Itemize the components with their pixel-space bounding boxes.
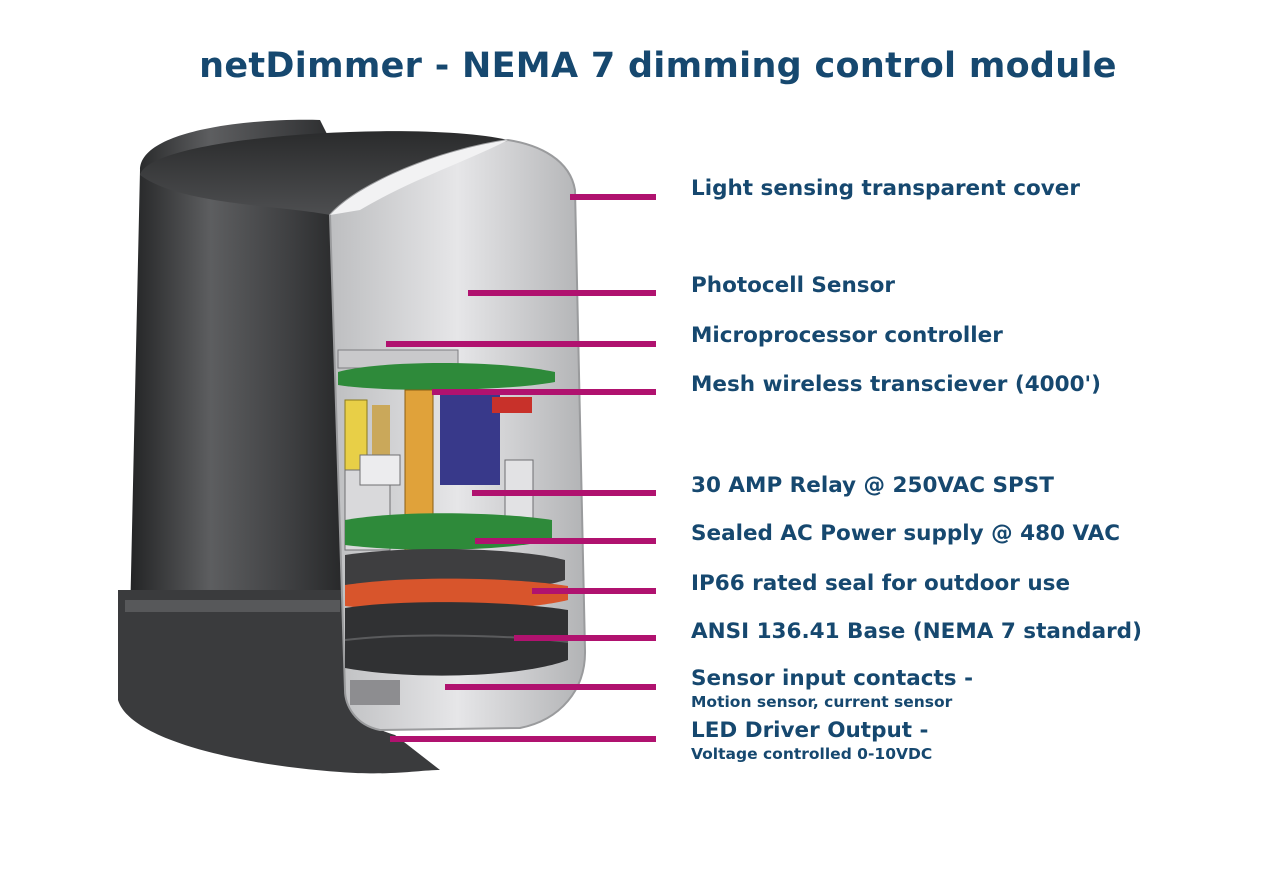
callout-sublabel-sensor-input: Motion sensor, current sensor	[691, 693, 953, 711]
callout-label-led-driver: LED Driver Output -	[691, 718, 929, 743]
callout-sublabel-led-driver: Voltage controlled 0-10VDC	[691, 745, 933, 763]
ip66-seal	[345, 578, 568, 611]
cover-rim	[330, 140, 508, 215]
housing-base-highlight	[125, 600, 340, 612]
callout-label-cover: Light sensing transparent cover	[691, 176, 1080, 201]
page-title: netDimmer - NEMA 7 dimming control modul…	[199, 46, 1117, 86]
housing-top	[140, 131, 508, 215]
callout-label-photocell: Photocell Sensor	[691, 273, 895, 298]
callout-label-relay: 30 AMP Relay @ 250VAC SPST	[691, 473, 1054, 498]
callout-label-ansi-base: ANSI 136.41 Base (NEMA 7 standard)	[691, 619, 1142, 644]
callout-label-microprocessor: Microprocessor controller	[691, 323, 1003, 348]
callout-label-mesh-wireless: Mesh wireless transciever (4000')	[691, 372, 1101, 397]
callout-label-power-supply: Sealed AC Power supply @ 480 VAC	[691, 521, 1121, 546]
callout-label-ip66-seal: IP66 rated seal for outdoor use	[691, 571, 1071, 596]
housing-base	[118, 590, 440, 774]
callout-label-sensor-input: Sensor input contacts -	[691, 666, 973, 691]
leader-lines	[386, 194, 656, 742]
housing-body	[130, 119, 360, 701]
